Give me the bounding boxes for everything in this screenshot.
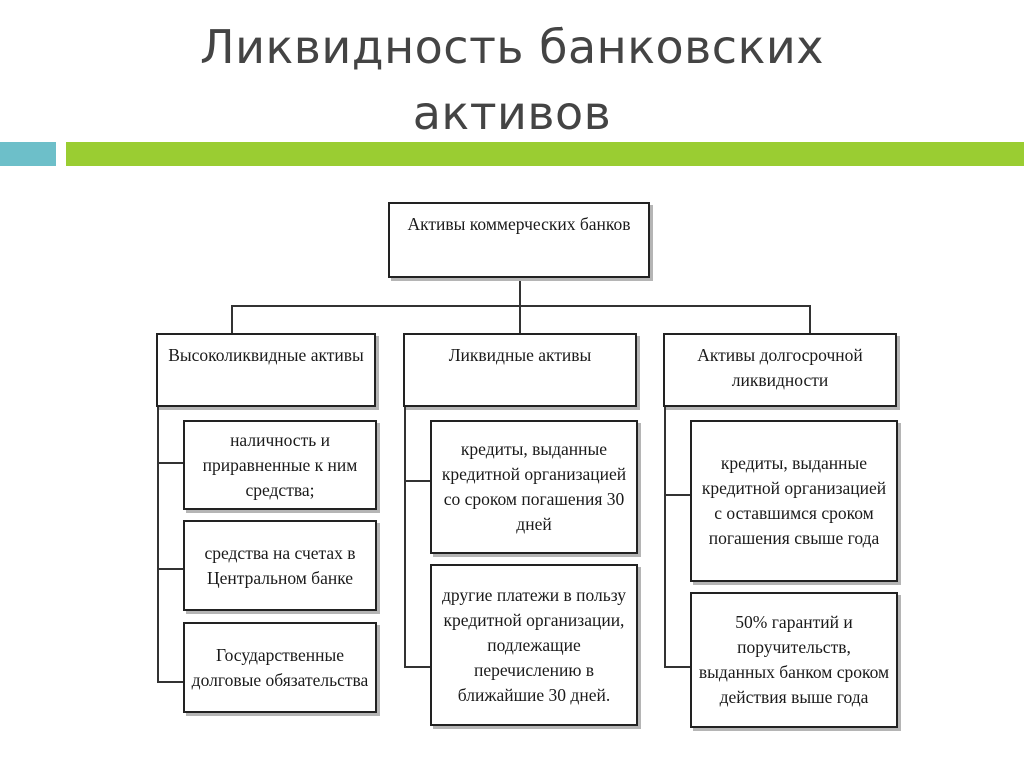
item-label: кредиты, выданные кредитной организацией…	[441, 439, 627, 534]
root-node: Активы коммерческих банков	[388, 202, 650, 278]
category-label: Активы долгосрочной ликвидности	[697, 345, 863, 390]
connector-cat3-item1	[664, 494, 692, 496]
connector-root-down	[519, 278, 521, 306]
connector-cat3-trunk	[664, 406, 666, 668]
item-node: Государственные долговые обязательства	[183, 622, 377, 713]
root-node-label: Активы коммерческих банков	[407, 214, 631, 234]
accent-bar-teal	[0, 142, 56, 166]
item-node: средства на счетах в Центральном банке	[183, 520, 377, 611]
connector-cat1-item1	[157, 462, 185, 464]
slide-title-line-2: активов	[412, 86, 612, 140]
item-node: кредиты, выданные кредитной организацией…	[430, 420, 638, 554]
category-label: Высоколиквидные активы	[168, 345, 364, 365]
category-node-long-term: Активы долгосрочной ликвидности	[663, 333, 897, 407]
item-label: Государственные долговые обязательства	[191, 644, 369, 690]
item-label: другие платежи в пользу кредитной органи…	[441, 584, 627, 705]
connector-to-category-2	[519, 305, 521, 334]
item-label: средства на счетах в Центральном банке	[204, 542, 356, 588]
item-label: наличность и приравненные к ним средства…	[202, 429, 358, 500]
item-node: наличность и приравненные к ним средства…	[183, 420, 377, 510]
connector-horizontal	[231, 305, 811, 307]
category-node-liquid: Ликвидные активы	[403, 333, 637, 407]
connector-cat2-trunk	[404, 406, 406, 668]
connector-cat2-item1	[404, 480, 432, 482]
item-node: кредиты, выданные кредитной организацией…	[690, 420, 898, 582]
slide-title: Ликвидность банковских активов	[0, 14, 1024, 146]
slide-title-line-1: Ликвидность банковских	[200, 20, 824, 74]
item-node: 50% гарантий и поручительств, выданных б…	[690, 592, 898, 728]
item-node: другие платежи в пользу кредитной органи…	[430, 564, 638, 726]
connector-cat1-item3	[157, 681, 185, 683]
connector-to-category-1	[231, 305, 233, 334]
item-label: 50% гарантий и поручительств, выданных б…	[698, 612, 890, 707]
connector-cat1-item2	[157, 568, 185, 570]
connector-cat3-item2	[664, 666, 692, 668]
connector-cat2-item2	[404, 666, 432, 668]
connector-cat1-trunk	[157, 406, 159, 683]
category-node-highly-liquid: Высоколиквидные активы	[156, 333, 376, 407]
accent-bar-green	[66, 142, 1024, 166]
connector-to-category-3	[809, 305, 811, 334]
category-label: Ликвидные активы	[448, 345, 592, 365]
item-label: кредиты, выданные кредитной организацией…	[701, 453, 887, 548]
